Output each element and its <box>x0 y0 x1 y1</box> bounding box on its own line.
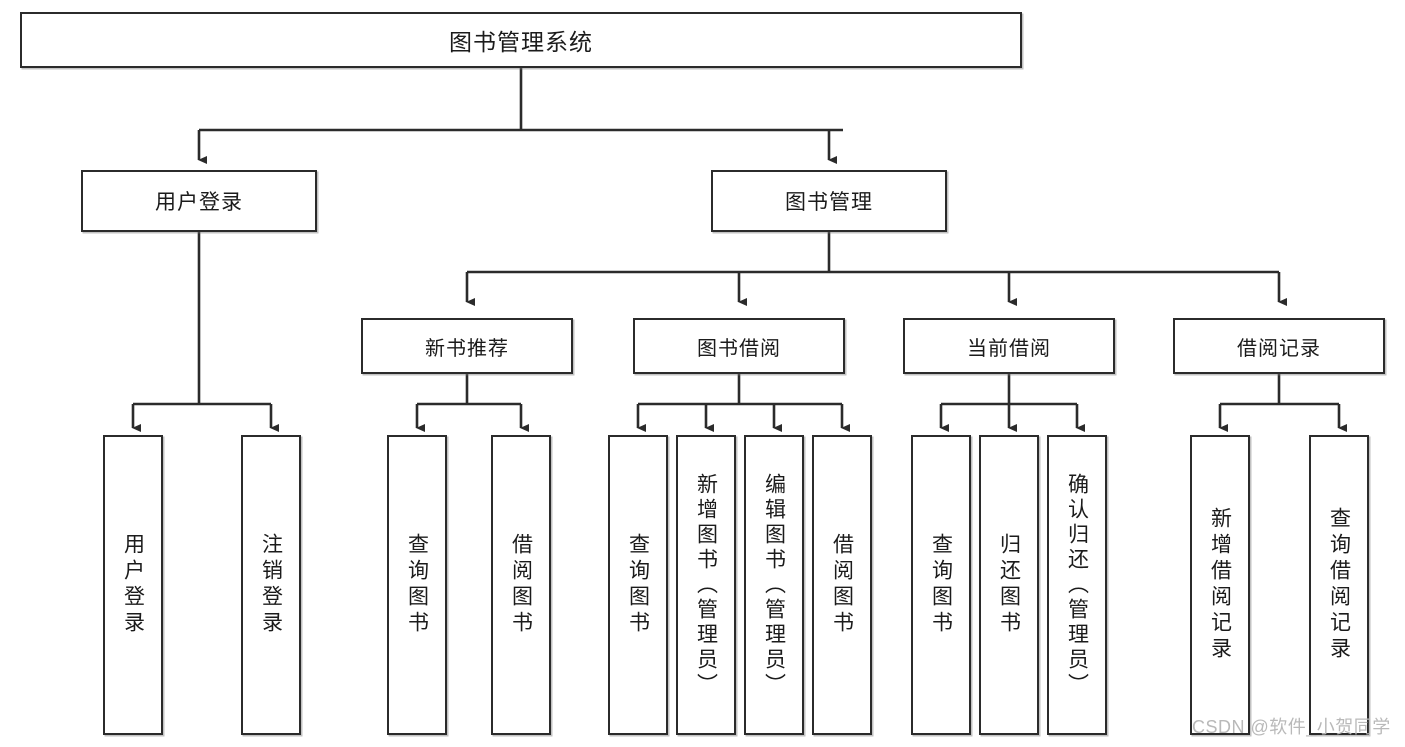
node-book-borrow[interactable]: 图书借阅 <box>633 318 845 374</box>
leaf-records-add-label: 新增借阅记录 <box>1208 507 1232 663</box>
leaf-current-return-book-label: 归还图书 <box>997 533 1021 637</box>
leaf-new-book-borrow[interactable]: 借阅图书 <box>491 435 551 735</box>
node-new-book-recommend-label: 新书推荐 <box>425 337 509 360</box>
leaf-new-book-query[interactable]: 查询图书 <box>387 435 447 735</box>
leaf-borrow-add-book[interactable]: 新增图书（管理员） <box>676 435 736 735</box>
leaf-current-confirm-return-label: 确认归还（管理员） <box>1065 472 1089 698</box>
watermark: CSDN @软件_小贺同学 <box>1192 717 1391 737</box>
node-current-borrow-label: 当前借阅 <box>967 337 1051 360</box>
leaf-current-query-book-label: 查询图书 <box>929 533 953 637</box>
node-borrow-records[interactable]: 借阅记录 <box>1173 318 1385 374</box>
node-current-borrow[interactable]: 当前借阅 <box>903 318 1115 374</box>
leaf-borrow-query-book[interactable]: 查询图书 <box>608 435 668 735</box>
leaf-borrow-add-book-label: 新增图书（管理员） <box>694 472 718 698</box>
leaf-current-confirm-return[interactable]: 确认归还（管理员） <box>1047 435 1107 735</box>
leaf-current-return-book[interactable]: 归还图书 <box>979 435 1039 735</box>
leaf-borrow-edit-book-label: 编辑图书（管理员） <box>762 472 786 698</box>
leaf-user-login-signin[interactable]: 用户登录 <box>103 435 163 735</box>
leaf-records-query[interactable]: 查询借阅记录 <box>1309 435 1369 735</box>
leaf-current-query-book[interactable]: 查询图书 <box>911 435 971 735</box>
leaf-borrow-borrow-book-label: 借阅图书 <box>830 533 854 637</box>
leaf-borrow-edit-book[interactable]: 编辑图书（管理员） <box>744 435 804 735</box>
leaf-user-login-signout-label: 注销登录 <box>259 533 283 637</box>
leaf-user-login-signin-label: 用户登录 <box>121 533 145 637</box>
leaf-records-add[interactable]: 新增借阅记录 <box>1190 435 1250 735</box>
node-root-label: 图书管理系统 <box>449 29 593 55</box>
node-book-management-label: 图书管理 <box>785 191 873 214</box>
leaf-borrow-borrow-book[interactable]: 借阅图书 <box>812 435 872 735</box>
node-book-borrow-label: 图书借阅 <box>697 337 781 360</box>
leaf-borrow-query-book-label: 查询图书 <box>626 533 650 637</box>
leaf-records-query-label: 查询借阅记录 <box>1327 507 1351 663</box>
leaf-new-book-query-label: 查询图书 <box>405 533 429 637</box>
leaf-new-book-borrow-label: 借阅图书 <box>509 533 533 637</box>
leaf-user-login-signout[interactable]: 注销登录 <box>241 435 301 735</box>
node-root[interactable]: 图书管理系统 <box>20 12 1022 68</box>
node-user-login-label: 用户登录 <box>155 191 243 214</box>
node-user-login[interactable]: 用户登录 <box>81 170 317 232</box>
node-borrow-records-label: 借阅记录 <box>1237 337 1321 360</box>
node-book-management[interactable]: 图书管理 <box>711 170 947 232</box>
node-new-book-recommend[interactable]: 新书推荐 <box>361 318 573 374</box>
